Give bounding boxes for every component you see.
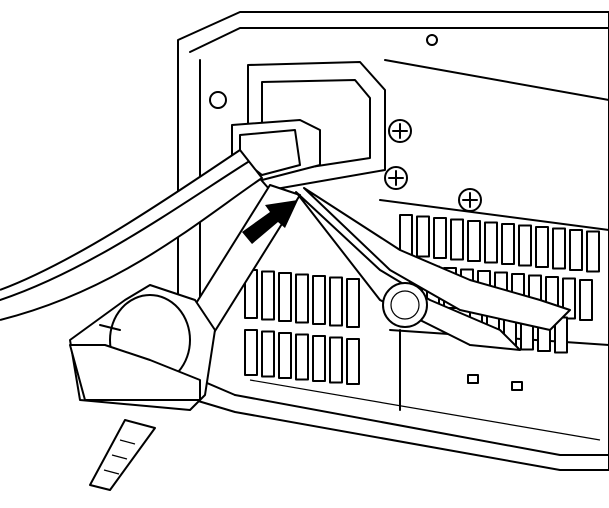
- vent-slot: [433, 217, 447, 259]
- vent-slot: [467, 220, 481, 262]
- vent-slot: [569, 229, 583, 271]
- needle-nose-pliers: [295, 187, 571, 351]
- vent-slot: [450, 218, 464, 261]
- vent-slot: [552, 227, 566, 270]
- vent-slot: [399, 214, 413, 256]
- screw-icon: [209, 91, 227, 109]
- vent-slot: [312, 335, 326, 382]
- vent-slot: [278, 332, 292, 379]
- vent-slot: [484, 221, 498, 264]
- vent-slot: [416, 215, 430, 258]
- cable-clamp: [69, 284, 216, 411]
- vent-slot: [329, 276, 343, 327]
- power-cord: [0, 149, 263, 321]
- vent-slot: [244, 329, 258, 376]
- screws: [209, 34, 482, 212]
- vent-slot: [586, 230, 600, 273]
- insertion-arrow: [242, 200, 298, 244]
- vent-slot: [295, 273, 309, 324]
- vent-slot: [579, 279, 593, 321]
- vent-slot: [329, 336, 343, 384]
- vent-slot: [518, 224, 532, 267]
- power-plug: [231, 119, 321, 181]
- vent-slot: [295, 333, 309, 381]
- indicator-led: [467, 374, 479, 384]
- indicator-led: [511, 381, 523, 391]
- vent-slot: [535, 226, 549, 268]
- vent-slot: [261, 330, 275, 378]
- vent-slot: [312, 275, 326, 325]
- vent-slot: [278, 272, 292, 322]
- vent-slot: [346, 338, 360, 385]
- vent-slot: [501, 223, 515, 265]
- vent-slot: [346, 278, 360, 328]
- vent-slot: [261, 270, 275, 321]
- screw-icon: [426, 34, 438, 46]
